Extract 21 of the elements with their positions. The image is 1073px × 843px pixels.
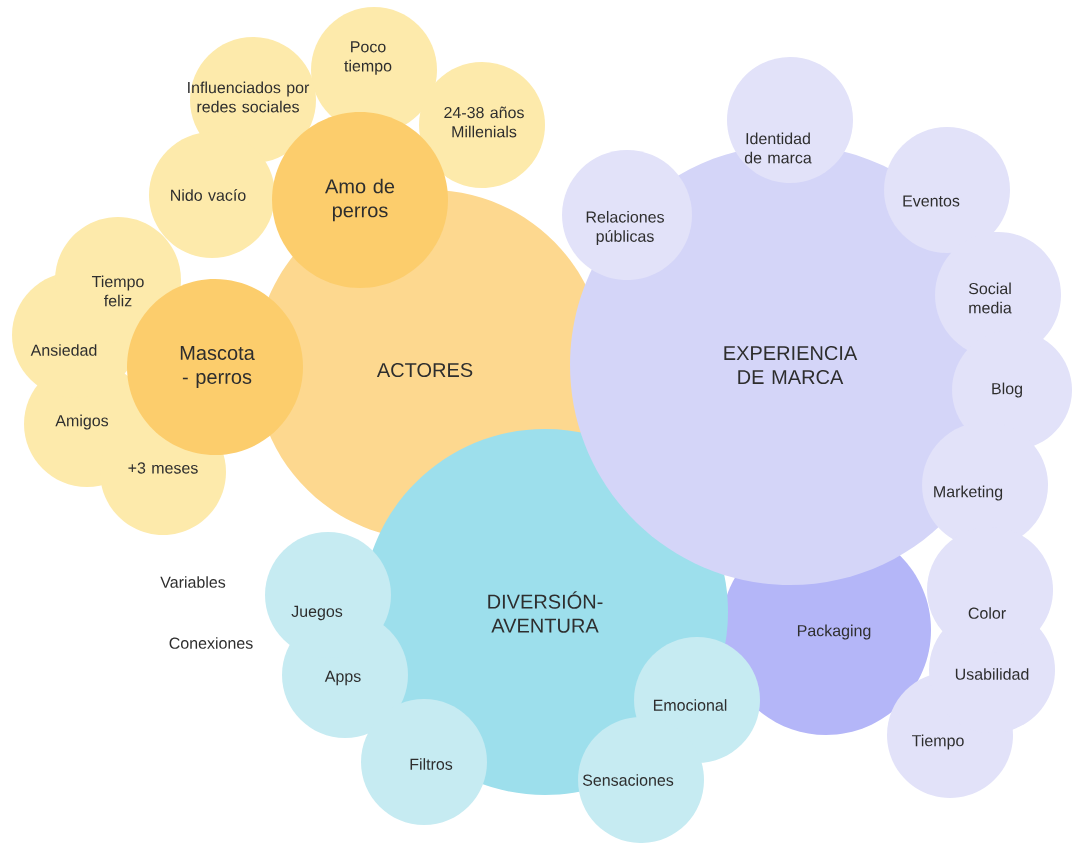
bubble: Relaciones públicas <box>562 150 692 280</box>
bubble: Identidad de marca <box>727 57 853 183</box>
node-label: Sensaciones <box>582 774 674 786</box>
node-label: Ansiedad <box>30 344 97 356</box>
node-label: Influenciados por redes sociales <box>188 81 310 113</box>
bubble: Filtros <box>361 699 487 825</box>
bubble: Eventos <box>884 127 1010 253</box>
bubble: Marketing <box>922 422 1048 548</box>
node-label: Nido vacío <box>171 189 246 201</box>
bubble: Nido vacío <box>149 132 275 258</box>
node-label: Apps <box>324 670 361 686</box>
plain-label: Conexiones <box>169 637 253 649</box>
node-label: Tiempo <box>911 734 964 750</box>
bubble: 24-38 años Millenials <box>419 62 545 188</box>
bubble: Color <box>927 527 1053 653</box>
bubble: Juegos <box>265 532 391 658</box>
bubble: Sensaciones <box>578 717 704 843</box>
node-label: Color <box>968 607 1006 619</box>
plain-label: Variables <box>160 576 226 588</box>
node-label: Marketing <box>934 485 1003 501</box>
node-label: Social media <box>968 282 1012 314</box>
